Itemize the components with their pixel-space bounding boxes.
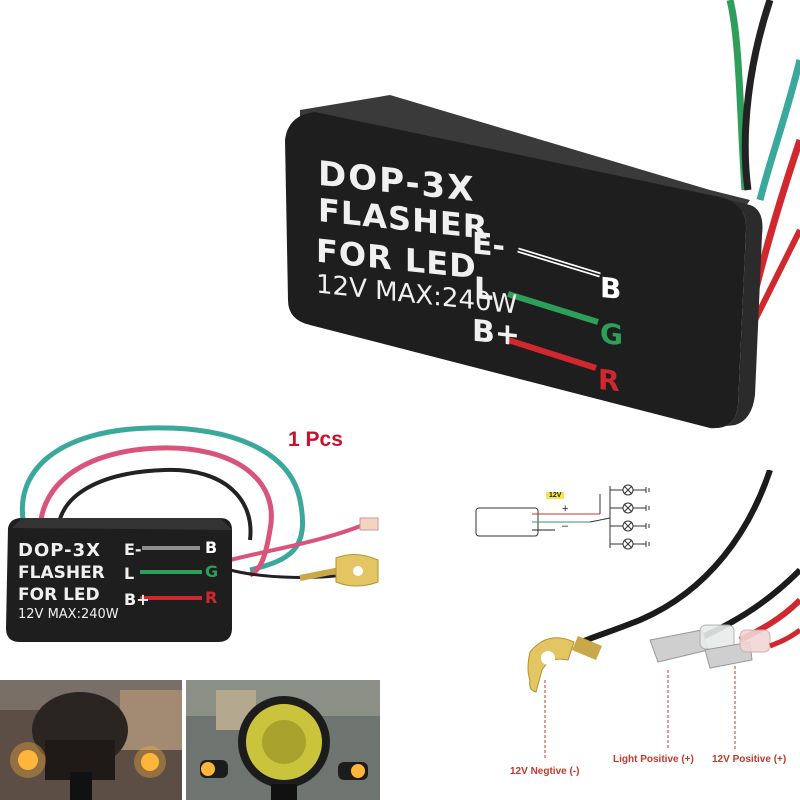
label-12v-negative: 12V Negtive (-) — [510, 766, 580, 777]
terminal-l-large: L — [474, 270, 494, 309]
terminal-b-small: B+ — [124, 590, 150, 609]
product-use-small: FOR LED — [18, 585, 100, 605]
wire-b-label-large: B — [600, 270, 622, 307]
label-12v-positive: 12V Positive (+) — [712, 754, 787, 765]
terminal-b-large: B+ — [472, 313, 521, 354]
quantity-label: 1 Pcs — [288, 428, 343, 451]
plus-sign: + — [562, 503, 569, 515]
main-flasher-photo — [270, 0, 800, 440]
motorcycle-rear-photo — [0, 680, 182, 800]
small-flasher-photo — [0, 410, 390, 660]
product-rating-small: 12V MAX:240W — [18, 607, 119, 622]
terminal-e-large: E- — [472, 226, 505, 265]
wire-g-label-large: G — [600, 316, 623, 353]
wire-r-label-small: R — [205, 588, 218, 607]
wire-r-label-large: R — [598, 362, 620, 399]
wire-ends-photo — [490, 470, 800, 770]
wiring-schematic — [470, 478, 670, 558]
wire-g-label-small: G — [205, 562, 219, 581]
product-name-small: DOP-3X — [18, 540, 101, 561]
wire-b-label-small: B — [205, 538, 218, 557]
terminal-l-small: L — [124, 564, 135, 583]
terminal-e-small: E- — [124, 540, 142, 559]
product-type-small: FLASHER — [18, 563, 105, 583]
label-light-positive: Light Positive (+) — [613, 754, 694, 765]
motorcycle-front-photo — [186, 680, 380, 800]
minus-sign: – — [562, 520, 569, 532]
voltage-tag: 12V — [546, 492, 565, 499]
